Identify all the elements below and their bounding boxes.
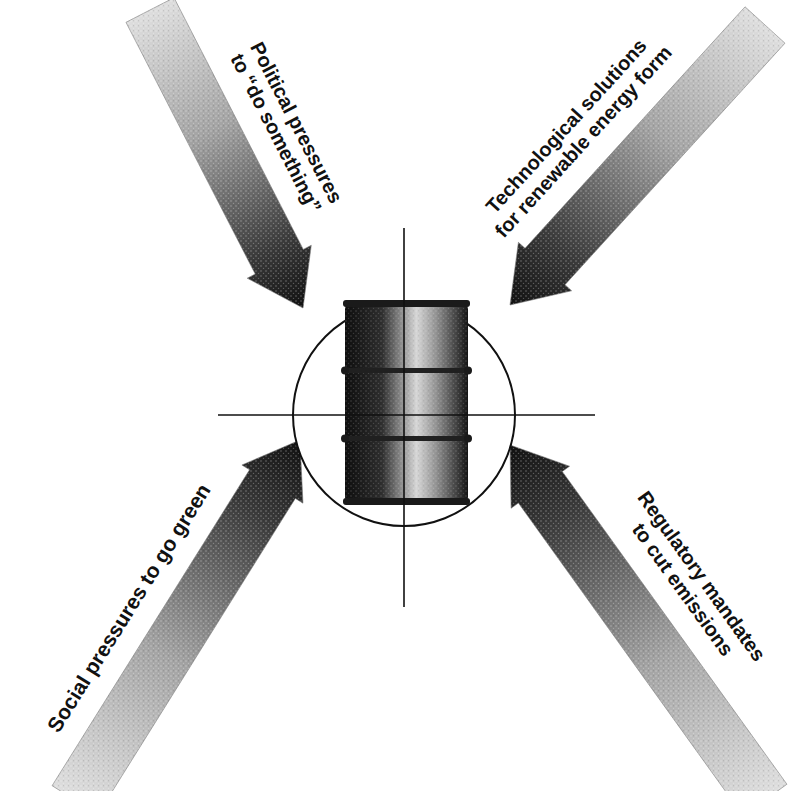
barrel-texture (345, 302, 468, 504)
crosshair-line (403, 228, 405, 607)
barrel-rib (345, 368, 468, 373)
oil-barrel (341, 300, 472, 505)
barrel-rib-end (464, 367, 472, 375)
pressure-arrow (510, 445, 787, 791)
barrel-rim (343, 300, 470, 307)
pressure-arrow (52, 440, 303, 791)
arrow-group (52, 0, 787, 791)
arrow-label: Social pressures to go green (42, 480, 215, 737)
arrow-label: Regulatory mandates to cut emissions (611, 484, 772, 683)
arrow-label: Technological solutions for renewable en… (472, 24, 678, 244)
barrel-rib-end (341, 367, 349, 375)
arrow-texture (510, 445, 787, 791)
barrel-rim (343, 498, 470, 505)
barrel-rib-end (464, 435, 472, 443)
arrow-texture (52, 440, 303, 791)
barrel-rib-end (341, 435, 349, 443)
arrow-label: Political pressures to “do something” (221, 31, 351, 226)
barrel-rib (345, 436, 468, 441)
barrel-body (345, 302, 468, 504)
arrow-body (52, 440, 303, 791)
arrow-body (510, 445, 787, 791)
crosshair-line (218, 414, 595, 416)
